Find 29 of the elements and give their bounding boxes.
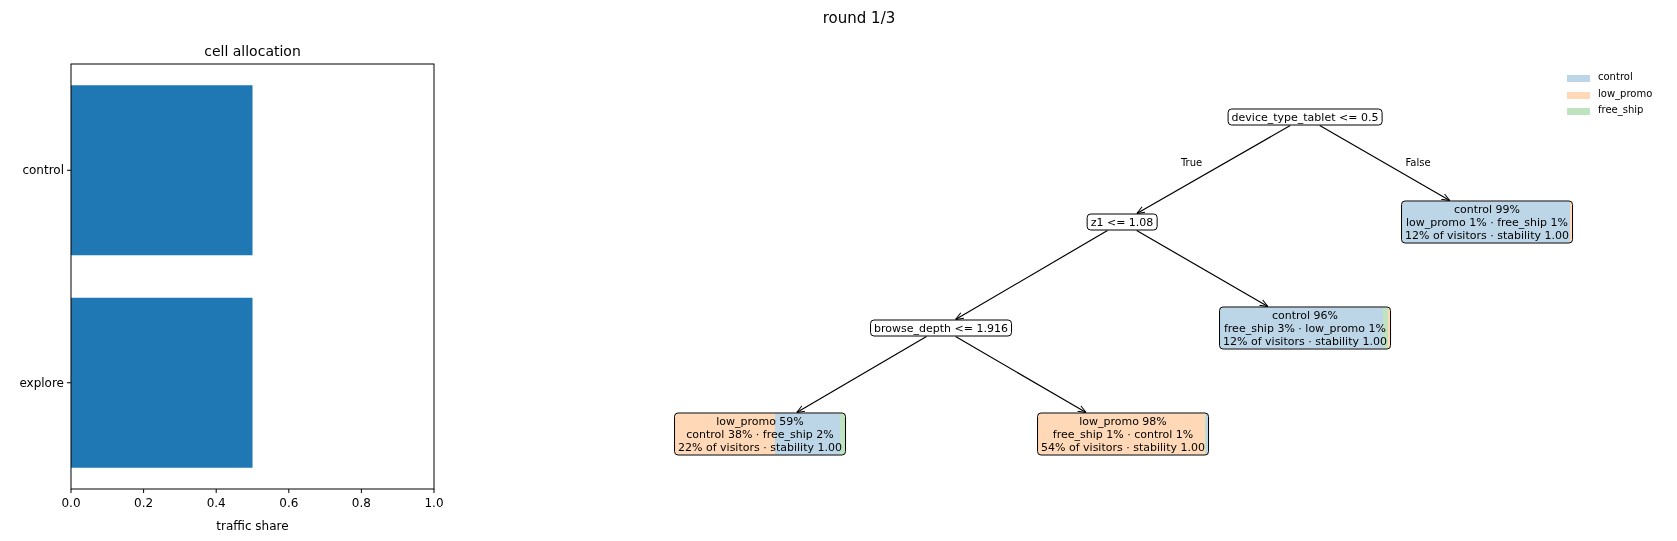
legend-label: low_promo xyxy=(1598,87,1653,99)
tick-label: 0.2 xyxy=(134,496,154,510)
arrow xyxy=(796,335,928,414)
arrow xyxy=(1136,229,1269,308)
tick-label: 0.8 xyxy=(351,496,371,510)
tick-label: 0.6 xyxy=(279,496,299,510)
axis-title: traffic share xyxy=(216,519,289,533)
leaf-node: low_promo 98% free_ship 1% · control 1% 54% of visitors · stability 1.00 xyxy=(1037,412,1209,456)
tick-label: 0.0 xyxy=(61,496,81,510)
figure-title: round 1/3 xyxy=(822,9,896,27)
legend-label: free_ship xyxy=(1598,104,1644,115)
leaf-node: control 99% low_promo 1% · free_ship 1% 12% of visitors · stability 1.00 xyxy=(1401,200,1573,244)
arrow xyxy=(1136,124,1291,215)
arrow xyxy=(1319,124,1451,202)
category-label: explore xyxy=(19,375,64,390)
split-node: device_type_tablet <= 0.5 xyxy=(1227,108,1383,126)
split-node: z1 <= 1.08 xyxy=(1086,213,1158,231)
split-node: browse_depth <= 1.916 xyxy=(870,319,1012,337)
edge-label: False xyxy=(1404,156,1432,167)
legend-label: control xyxy=(1598,71,1633,82)
leaf-node: low_promo 59% control 38% · free_ship 2% 22% of visitors · stability 1.00 xyxy=(674,412,846,456)
tick-label: 0.4 xyxy=(206,496,226,510)
category-label: control xyxy=(22,163,64,178)
arrow xyxy=(955,335,1087,414)
leaf-node: control 96% free_ship 3% · low_promo 1% 12% of visitors · stability 1.00 xyxy=(1219,306,1391,350)
chart-title: cell allocation xyxy=(204,43,301,59)
edge-label: True xyxy=(1179,156,1204,167)
tick-label: 1.0 xyxy=(424,496,444,510)
arrow xyxy=(954,229,1109,321)
